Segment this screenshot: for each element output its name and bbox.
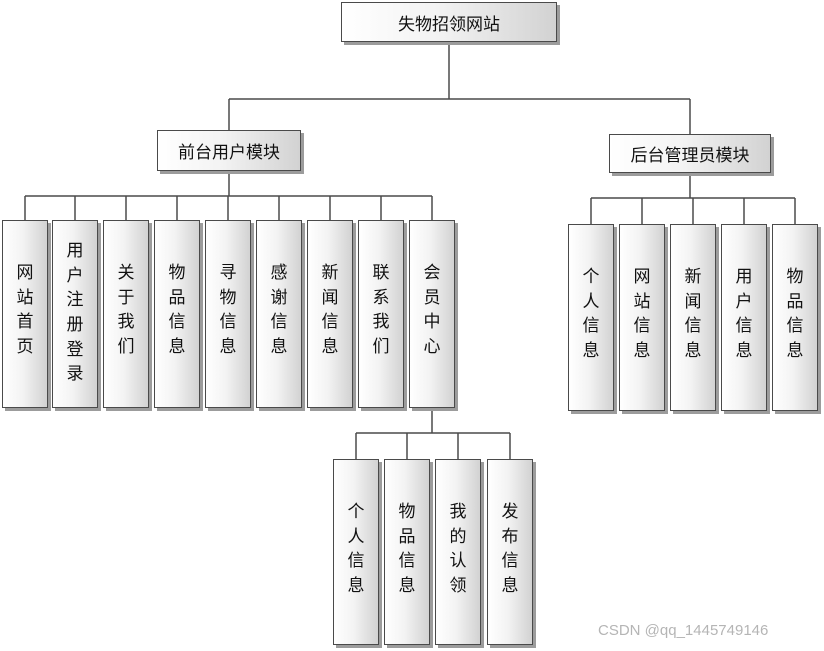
- front-item-register-login: 用户注册登录: [52, 220, 98, 408]
- back-item-news-info: 新闻信息: [670, 224, 716, 411]
- front-module-label: 前台用户模块: [178, 143, 280, 163]
- front-item-label: 会员中心: [423, 263, 441, 357]
- back-item-label: 网站信息: [633, 267, 651, 361]
- front-item-news-info: 新闻信息: [307, 220, 353, 408]
- back-item-personal-info: 个人信息: [568, 224, 614, 411]
- member-item-personal-info: 个人信息: [333, 459, 379, 645]
- back-item-label: 物品信息: [786, 267, 804, 361]
- front-item-label: 感谢信息: [270, 263, 288, 357]
- front-item-label: 用户注册登录: [66, 241, 84, 385]
- front-item-label: 关于我们: [117, 263, 135, 357]
- back-module-label: 后台管理员模块: [630, 146, 750, 166]
- member-item-label: 个人信息: [347, 502, 365, 596]
- member-item-label: 发布信息: [501, 502, 519, 596]
- member-item-label: 我的认领: [449, 502, 467, 596]
- root-node-label: 失物招领网站: [398, 14, 500, 35]
- front-item-about-us: 关于我们: [103, 220, 149, 408]
- front-item-label: 网站首页: [16, 263, 34, 357]
- front-item-label: 新闻信息: [321, 263, 339, 357]
- front-item-goods-info: 物品信息: [154, 220, 200, 408]
- front-item-member-center: 会员中心: [409, 220, 455, 408]
- member-item-goods-info: 物品信息: [384, 459, 430, 645]
- front-item-lost-search-info: 寻物信息: [205, 220, 251, 408]
- front-item-home: 网站首页: [2, 220, 48, 408]
- front-item-contact-us: 联系我们: [358, 220, 404, 408]
- back-module-node: 后台管理员模块: [609, 134, 771, 173]
- csdn-watermark: CSDN @qq_1445749146: [598, 622, 769, 639]
- member-item-label: 物品信息: [398, 502, 416, 596]
- front-item-label: 寻物信息: [219, 263, 237, 357]
- member-item-my-claims: 我的认领: [435, 459, 481, 645]
- back-item-label: 新闻信息: [684, 267, 702, 361]
- front-item-thanks-info: 感谢信息: [256, 220, 302, 408]
- back-item-label: 个人信息: [582, 267, 600, 361]
- back-item-label: 用户信息: [735, 267, 753, 361]
- back-item-user-info: 用户信息: [721, 224, 767, 411]
- front-item-label: 物品信息: [168, 263, 186, 357]
- front-module-node: 前台用户模块: [157, 130, 301, 171]
- back-item-goods-info: 物品信息: [772, 224, 818, 411]
- root-node: 失物招领网站: [341, 2, 557, 42]
- back-item-site-info: 网站信息: [619, 224, 665, 411]
- member-item-publish-info: 发布信息: [487, 459, 533, 645]
- front-item-label: 联系我们: [372, 263, 390, 357]
